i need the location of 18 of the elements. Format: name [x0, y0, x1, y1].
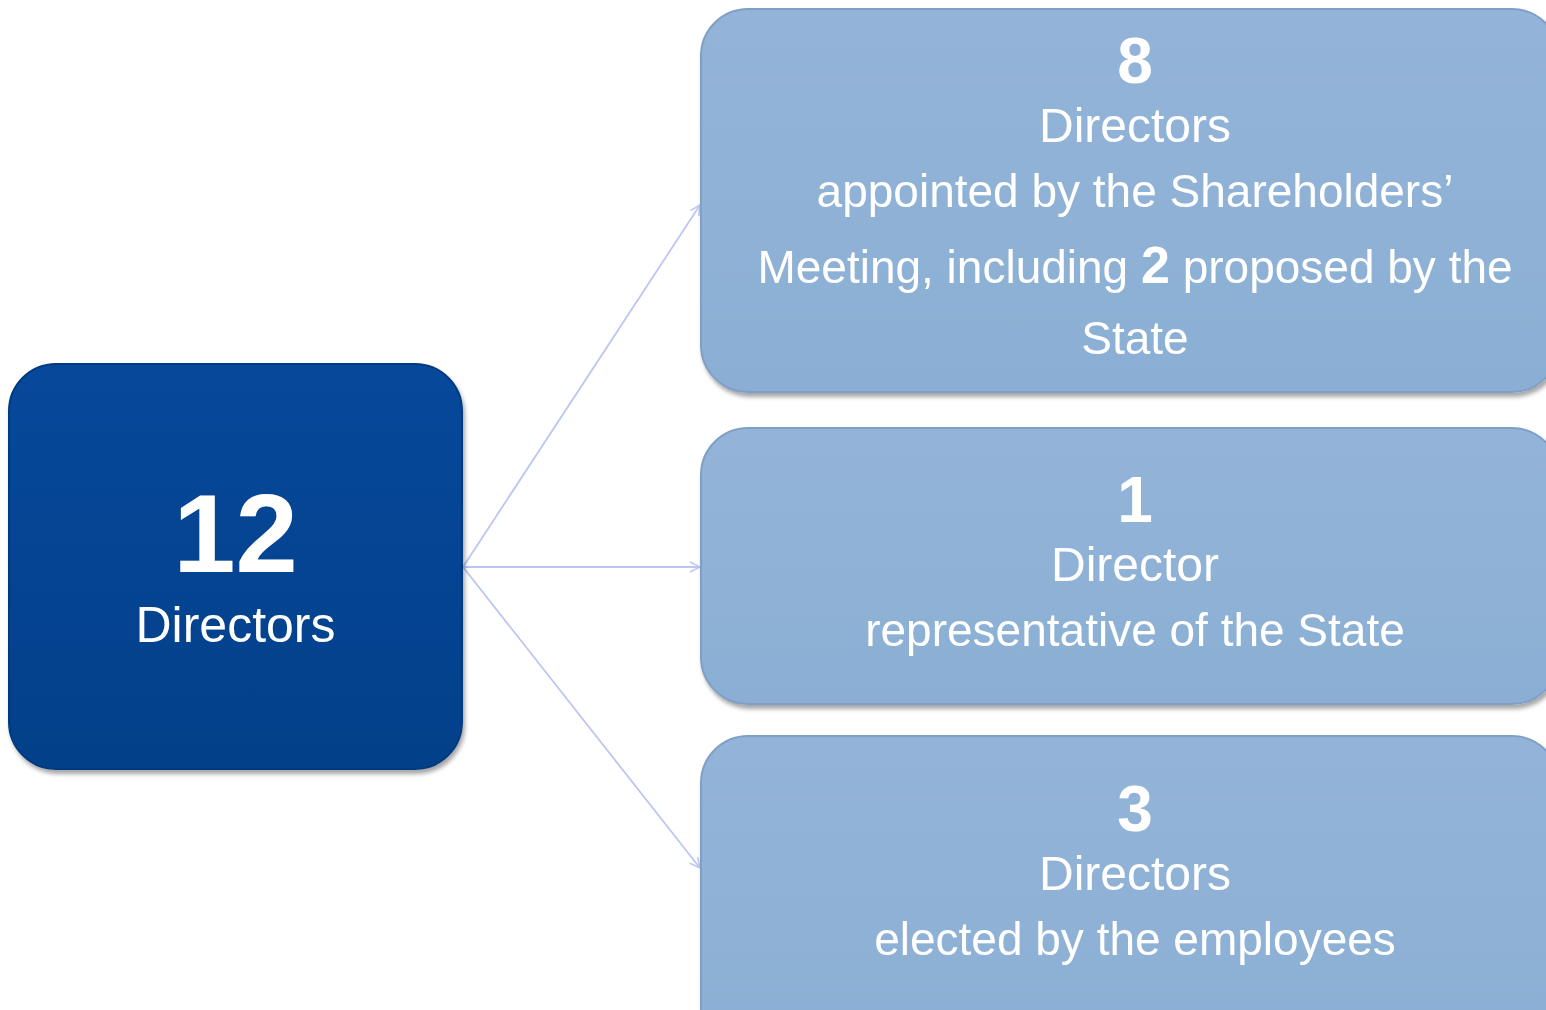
rounded-box: [8, 363, 463, 770]
role-heading: Directors: [135, 595, 336, 655]
rounded-box: [700, 735, 1546, 1010]
arrow: [462, 204, 701, 568]
count-number: 3: [1117, 775, 1153, 843]
count-number: 8: [1117, 27, 1153, 95]
arrow: [462, 566, 701, 869]
arrow: [462, 561, 701, 573]
description-text: elected by the employees: [874, 912, 1396, 968]
rounded-box: [700, 427, 1546, 705]
description-text: representative of the State: [865, 603, 1405, 659]
role-heading: Director: [1051, 536, 1219, 593]
count-number: 1: [1117, 466, 1153, 534]
role-heading: Directors: [1039, 97, 1231, 154]
role-heading: Directors: [1039, 845, 1231, 902]
count-number: 12: [173, 475, 298, 593]
rounded-box: [700, 8, 1546, 393]
description-text: appointed by the Shareholders’ Meeting, including 2 proposed by the State: [756, 164, 1514, 367]
